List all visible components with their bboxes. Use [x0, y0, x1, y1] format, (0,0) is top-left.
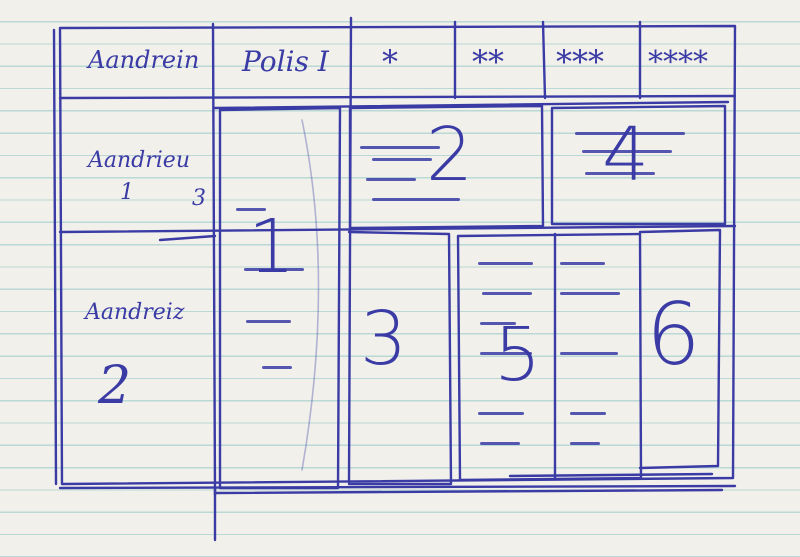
scribble-line [236, 208, 266, 211]
scribble-line [582, 150, 672, 153]
row1-label: Aandrieu [88, 148, 190, 173]
scribble-line [480, 352, 532, 355]
box-3-number: 3 [360, 296, 408, 382]
header-col6: **** [648, 45, 708, 80]
scribble-line [560, 352, 618, 355]
scribble-line [560, 262, 605, 265]
scribble-line [570, 442, 600, 445]
header-col3: * [382, 43, 398, 81]
header-col1: Aandrein [88, 46, 200, 74]
row1-sub-left: 1 [120, 180, 134, 205]
scribble-line [478, 262, 533, 265]
row2-label: Aandreiz [85, 300, 185, 325]
scribble-line [372, 198, 460, 201]
scribble-line [480, 442, 520, 445]
scribble-line [575, 132, 685, 135]
scribble-line [585, 172, 655, 175]
scribble-line [360, 146, 440, 149]
box-2-number: 2 [426, 112, 474, 198]
scribble-line [246, 320, 291, 323]
box-5-number: 5 [494, 312, 542, 398]
row1-sub-right: 3 [192, 186, 206, 211]
header-col2: Polis I [242, 45, 329, 78]
scribble-line [480, 322, 516, 325]
box-4-number: 4 [602, 112, 650, 198]
scribble-line [570, 412, 606, 415]
scribble-line [244, 268, 304, 271]
box-1-number: 1 [248, 204, 296, 290]
header-col5: *** [556, 43, 604, 81]
scribble-line [366, 178, 416, 181]
box-6-number: 6 [646, 285, 701, 385]
scribble-line [372, 158, 432, 161]
scribble-line [560, 292, 620, 295]
scribble-line [482, 292, 532, 295]
scribble-line [478, 412, 524, 415]
scribble-line [262, 366, 292, 369]
row2-sub: 2 [98, 356, 132, 416]
header-col4: ** [472, 43, 504, 81]
